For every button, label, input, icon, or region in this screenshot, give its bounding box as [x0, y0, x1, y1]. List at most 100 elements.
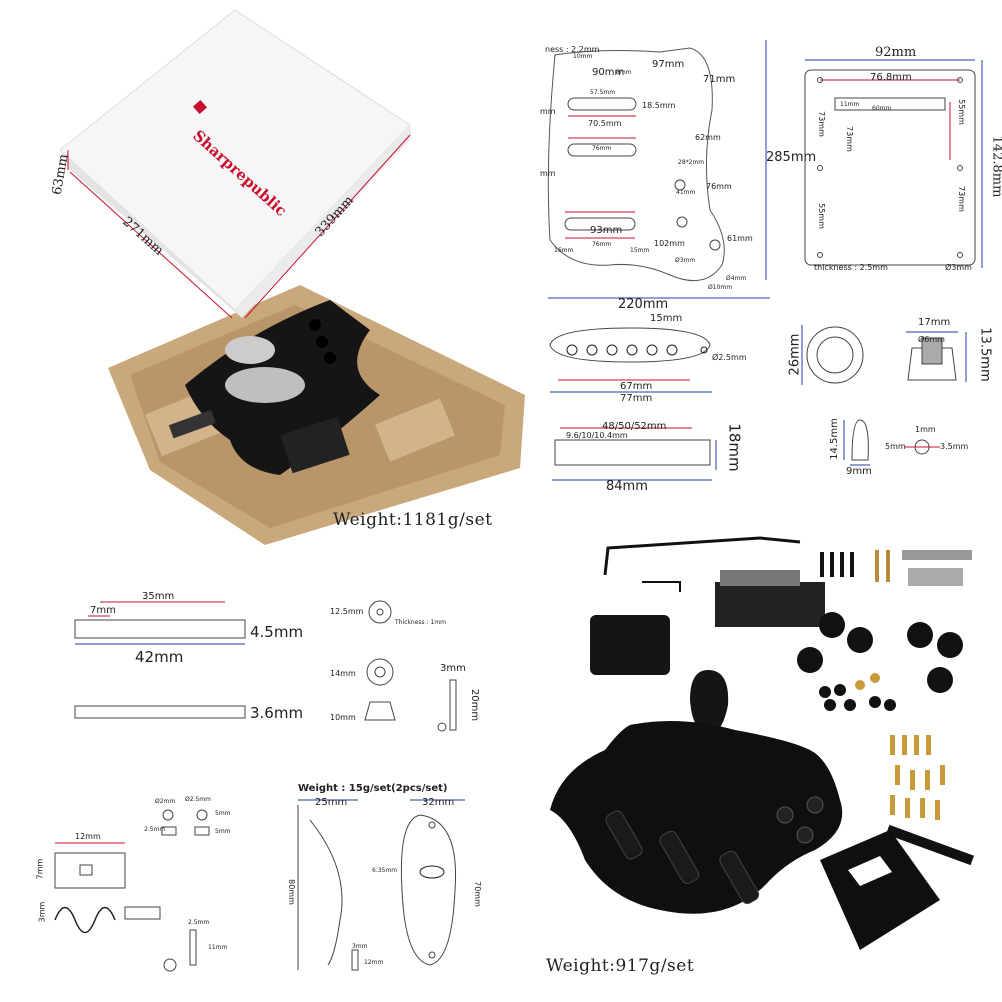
pickup-panel: 15mm Ø2.5mm 67mm 77mm 48/50/52mm 9.6/10/…	[540, 310, 780, 505]
backplate-thickness: thickness : 2.5mm	[814, 263, 888, 272]
gold-washers	[855, 673, 880, 690]
dim-97mm: 97mm	[652, 59, 685, 70]
spring-drawing	[54, 809, 210, 972]
dim-5mm: 5mm	[885, 442, 906, 451]
pickguard-drawing-panel: ness : 2.2mm 10mm 90mm 8mm 97mm 71mm 57.…	[540, 40, 790, 310]
neck-plate	[590, 615, 670, 675]
dim-4-5mm: 4.5mm	[250, 623, 304, 641]
dim-phi4mm: Ø4mm	[726, 275, 747, 282]
kit-illustration	[550, 536, 974, 950]
dim-73mm-a: 73mm	[816, 111, 826, 137]
loaded-pickguard	[550, 721, 843, 914]
dim-12-5mm: 12.5mm	[330, 607, 364, 616]
dim-12mm: 12mm	[364, 959, 384, 966]
dim-61mm: 61mm	[727, 234, 753, 243]
dim-71mm: 71mm	[703, 74, 736, 85]
dim-77mm: 77mm	[620, 393, 653, 404]
brand-logo	[192, 99, 208, 115]
tremolo-arm	[603, 536, 801, 576]
dim-76mm-b: 76mm	[706, 182, 732, 191]
dim-11mm: 11mm	[840, 101, 860, 108]
dim-80mm: 80mm	[286, 879, 296, 905]
dim-57-5mm: 57.5mm	[590, 89, 616, 96]
dim-2-5mm-screw: 2.5mm	[188, 919, 210, 926]
dim-55mm-b: 55mm	[816, 203, 826, 229]
dim-phi6mm: Ø6mm	[918, 335, 945, 344]
dim-76-8mm: 76.8mm	[870, 72, 912, 83]
dim-pole-spacing: 48/50/52mm	[602, 421, 667, 432]
dim-84mm: 84mm	[606, 479, 648, 494]
kit-panel: Weight:917g/set	[530, 530, 1002, 1002]
dim-42mm: 42mm	[135, 648, 184, 666]
dim-62mm: 62mm	[695, 133, 721, 142]
dim-70mm: 70mm	[472, 881, 482, 907]
dim-15mm: 15mm	[630, 247, 650, 254]
dim-220mm: 220mm	[618, 297, 669, 312]
backplate-panel: 92mm 76.8mm 142.8mm 11mm 60mm 55mm 73mm …	[800, 40, 1002, 280]
box-weight: Weight:1181g/set	[333, 512, 492, 529]
pickguard-outline	[547, 47, 770, 299]
dim-67mm: 67mm	[620, 381, 653, 392]
dim-mm-left-a: mm	[540, 107, 556, 116]
dim-12mm: 12mm	[75, 832, 101, 841]
springs	[902, 550, 972, 560]
weight-value: 917g/set	[615, 956, 695, 976]
dim-76mm-c: 76mm	[592, 241, 612, 248]
knob-panel: 26mm 17mm Ø6mm 13.5mm 14.5mm 9mm 1mm 5mm…	[780, 310, 1002, 490]
dim-285mm: 285mm	[766, 150, 817, 165]
dim-14mm: 14mm	[330, 669, 356, 678]
nut-panel: 35mm 7mm 4.5mm 42mm 3.6mm	[70, 590, 310, 730]
backplate	[820, 830, 940, 950]
kit-weight: Weight:917g/set	[546, 958, 694, 975]
dim-10mm: 10mm	[573, 53, 593, 60]
dim-7mm: 7mm	[35, 858, 45, 880]
dim-20mm: 20mm	[469, 688, 480, 722]
washer-thickness: Thickness : 1mm	[395, 619, 446, 626]
washer-panel: 12.5mm Thickness : 1mm 14mm 10mm 3mm 20m…	[320, 590, 480, 740]
dim-25mm: 25mm	[315, 797, 348, 808]
backplate-outline	[804, 59, 983, 268]
weight-label: Weight:	[333, 510, 403, 530]
dim-2-5mm: 2.5mm	[144, 826, 166, 833]
pickguard-thickness-label: ness : 2.2mm	[545, 45, 600, 54]
dim-16mm: 16mm	[554, 247, 574, 254]
dim-10mm: 10mm	[330, 713, 356, 722]
dim-3-6mm: 3.6mm	[250, 704, 304, 722]
dim-13-5mm: 13.5mm	[977, 327, 993, 382]
dim-mm-left-b: mm	[540, 169, 556, 178]
washer-drawing	[364, 600, 457, 732]
dim-3-5mm: 3.5mm	[940, 442, 969, 451]
dim-6-35mm: 6.35mm	[372, 867, 398, 874]
dim-7mm: 7mm	[90, 605, 116, 616]
dim-70-5mm: 70.5mm	[588, 119, 622, 128]
screws-black	[820, 552, 854, 577]
dim-26mm: 26mm	[787, 333, 803, 376]
pickup-drawing	[549, 327, 717, 481]
dim-3mm: 3mm	[352, 943, 368, 950]
dim-phi10mm: Ø10mm	[708, 284, 733, 291]
dim-142-8mm: 142.8mm	[989, 135, 1002, 198]
dim-phi2mm: Ø2mm	[155, 798, 176, 805]
tuners	[797, 612, 963, 693]
dim-28x2mm: 28*2mm	[678, 159, 705, 166]
dim-60mm: 60mm	[872, 105, 892, 112]
box-panel: Sharprepublic 63mm 271mm 339mm Weight:11…	[0, 0, 540, 545]
dim-phi2-5mm: Ø2.5mm	[712, 353, 747, 362]
dim-55mm-a: 55mm	[956, 99, 966, 125]
dim-15mm: 15mm	[650, 313, 683, 324]
dim-41mm: 41mm	[676, 189, 696, 196]
washers	[819, 684, 896, 711]
dim-285-line	[765, 40, 767, 280]
dim-32mm: 32mm	[422, 797, 455, 808]
dim-phi2-5mm: Ø2.5mm	[185, 796, 211, 803]
dim-73mm-b: 73mm	[844, 126, 854, 152]
jack-plate	[690, 670, 729, 735]
dim-35mm: 35mm	[142, 591, 175, 602]
dim-3mm: 3mm	[37, 901, 47, 923]
jack-weight: Weight : 15g/set(2pcs/set)	[298, 783, 448, 794]
dim-76mm-a: 76mm	[592, 145, 612, 152]
dim-phi3mm: Ø3mm	[945, 263, 972, 272]
dim-9mm: 9mm	[846, 466, 872, 477]
spring-claw	[908, 568, 963, 586]
dim-inner-spacing: 9.6/10/10.4mm	[566, 431, 628, 440]
